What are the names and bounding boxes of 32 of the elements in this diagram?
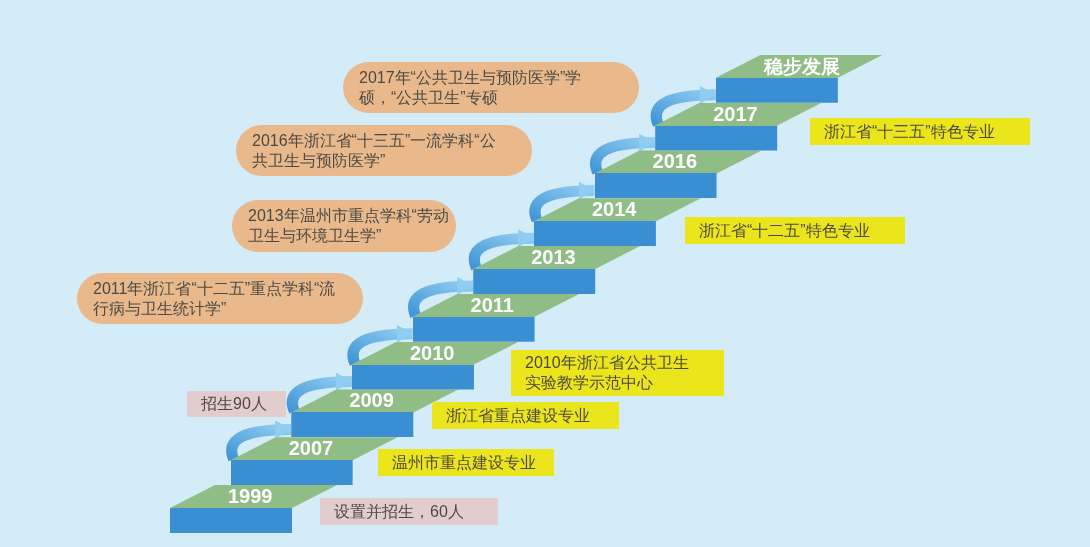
milestone-note: 浙江省“十三五”特色专业 xyxy=(810,118,1030,145)
year-label: 2009 xyxy=(349,389,394,413)
year-label: 2010 xyxy=(409,341,455,365)
year-label: 2017 xyxy=(713,102,758,126)
curved-arrow xyxy=(529,181,595,223)
year-label: 1999 xyxy=(228,485,273,508)
milestone-note: 招生90人 xyxy=(187,391,286,417)
milestone-note: 设置并招生，60人 xyxy=(320,498,498,525)
curved-arrow xyxy=(226,420,292,462)
stair-step xyxy=(715,54,883,103)
milestone-bubble: 2013年温州市重点学科“劳动卫生与环境卫生学” xyxy=(232,200,456,252)
curved-arrow xyxy=(347,325,413,366)
milestone-bubble: 2011年浙江省“十二五”重点学科“流行病与卫生统计学” xyxy=(77,273,363,324)
milestone-note: 温州市重点建设专业 xyxy=(378,449,554,476)
milestone-note: 2010年浙江省公共卫生实验教学示范中心 xyxy=(511,350,724,396)
year-label: 2013 xyxy=(531,246,576,269)
milestone-note: 浙江省“十二五”特色专业 xyxy=(685,217,905,244)
curved-arrow xyxy=(468,229,535,270)
curved-arrow xyxy=(408,277,474,318)
year-label: 2016 xyxy=(652,150,698,174)
stair-step xyxy=(412,293,580,342)
milestone-bubble: 2017年“公共卫生与预防医学”学硕，“公共卫生”专硕 xyxy=(343,62,639,113)
year-label: 2011 xyxy=(470,293,514,317)
year-label: 2007 xyxy=(288,437,334,461)
curved-arrow xyxy=(650,86,716,127)
curved-arrow xyxy=(286,372,353,414)
milestone-note: 浙江省重点建设专业 xyxy=(432,402,619,429)
year-label: 2014 xyxy=(591,198,637,222)
stair-step xyxy=(473,246,641,294)
milestone-bubble: 2016年浙江省“十三五”一流学科“公共卫生与预防医学” xyxy=(236,125,532,176)
stair-step xyxy=(351,341,519,390)
step-caption: 稳步发展 xyxy=(763,54,840,78)
